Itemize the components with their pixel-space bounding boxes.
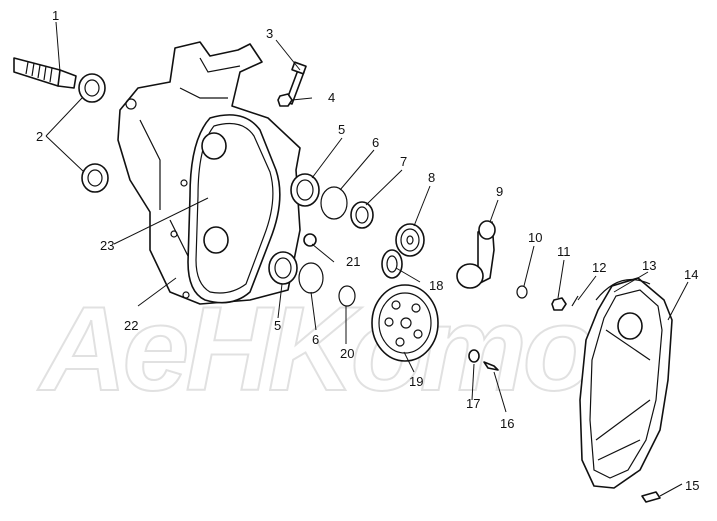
part-5-bearing-lower [268, 251, 298, 285]
callout-23: 23 [100, 238, 114, 253]
part-8-sprocket [395, 223, 425, 257]
part-2-seal-lower [81, 163, 109, 193]
part-15-screw [641, 491, 661, 503]
part-18-sprocket [381, 249, 403, 279]
callout-1: 1 [52, 8, 59, 23]
callout-12: 12 [592, 260, 606, 275]
part-5-bearing-upper [290, 173, 320, 207]
callout-20: 20 [340, 346, 354, 361]
callout-16: 16 [500, 416, 514, 431]
part-6-ring-upper [320, 186, 348, 220]
callout-22: 22 [124, 318, 138, 333]
callout-13: 13 [642, 258, 656, 273]
part-16-bolt [483, 361, 499, 371]
callout-2: 2 [36, 129, 43, 144]
part-2-seal-upper [78, 73, 106, 103]
callout-9: 9 [496, 184, 503, 199]
part-13-gasket [595, 278, 651, 301]
part-10-washer [516, 285, 528, 299]
callout-6-lower: 6 [312, 332, 319, 347]
callout-11: 11 [557, 244, 571, 259]
part-4-nut [277, 93, 293, 107]
callout-10: 10 [528, 230, 542, 245]
part-9-tensioner [456, 220, 496, 289]
callout-21: 21 [346, 254, 360, 269]
callout-18: 18 [429, 278, 443, 293]
callout-5-lower: 5 [274, 318, 281, 333]
leader-lines [45, 21, 689, 497]
callout-19: 19 [409, 374, 423, 389]
part-1-shaft [13, 57, 77, 89]
part-19-gear [371, 284, 439, 362]
watermark-text: AeHKomo [37, 282, 593, 416]
part-20-ring [338, 285, 356, 307]
part-17-washer [468, 349, 480, 363]
callout-4: 4 [328, 90, 335, 105]
part-14-cover [579, 277, 673, 489]
part-21-plug [303, 233, 317, 247]
part-11-nut [551, 297, 567, 311]
callout-6-upper: 6 [372, 135, 379, 150]
part-7-bearing [350, 201, 374, 229]
callout-8: 8 [428, 170, 435, 185]
callout-17: 17 [466, 396, 480, 411]
callout-3: 3 [266, 26, 273, 41]
part-12-pin [571, 295, 579, 307]
callout-5-upper: 5 [338, 122, 345, 137]
callout-15: 15 [685, 478, 699, 493]
callout-7: 7 [400, 154, 407, 169]
callout-14: 14 [684, 267, 698, 282]
part-22-chaincase [117, 41, 301, 305]
